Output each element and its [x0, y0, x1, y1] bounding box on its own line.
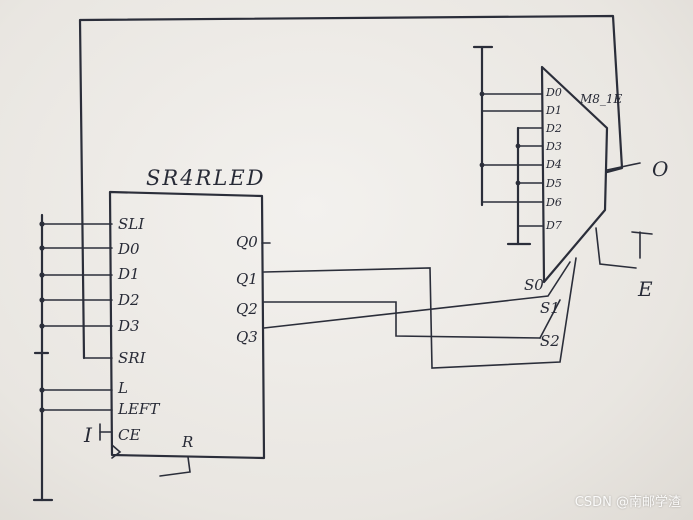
select-wires — [263, 257, 577, 369]
register-input-label: D3 — [117, 317, 140, 335]
left-supply-bus — [32, 213, 54, 502]
ground-label: I — [83, 423, 93, 447]
watermark-text: CSDN @南邮学渣 — [574, 495, 681, 510]
mux-title: M8_1E — [579, 92, 623, 106]
register-output-label: Q3 — [236, 328, 258, 346]
mux-input-label: D1 — [545, 104, 562, 117]
mux-output: O — [606, 157, 668, 181]
register-title: SR4RLED — [146, 166, 265, 190]
mux-select-label: S0 — [524, 276, 544, 294]
mux-select-label: S2 — [540, 332, 560, 350]
mux-enable: E — [595, 227, 653, 301]
register-input-label: CE — [118, 426, 140, 444]
register-output-label: Q2 — [236, 300, 258, 318]
register-output-label: Q1 — [236, 270, 258, 288]
register-input-label: D2 — [117, 291, 140, 309]
mux-input-label: D2 — [545, 122, 562, 135]
register-input-label: LEFT — [117, 400, 160, 418]
register-input-label: D0 — [117, 240, 140, 258]
register-input-wires — [41, 223, 113, 441]
mux-input-label: D7 — [545, 219, 562, 232]
mux-input-bus — [472, 45, 543, 246]
mux-output-label: O — [652, 157, 668, 181]
register-input-label: D1 — [117, 265, 140, 283]
mux-input-label: D0 — [545, 86, 562, 99]
register-input-label: L — [117, 379, 128, 397]
clock-input: R — [159, 433, 193, 477]
mux-select-label: S1 — [540, 299, 560, 317]
register-input-label: SLI — [118, 215, 145, 233]
register-output-label: Q0 — [236, 233, 258, 251]
mux-input-label: D5 — [545, 177, 562, 190]
multiplexer-block: M8_1E — [540, 65, 623, 284]
clock-label: R — [181, 433, 193, 451]
mux-enable-label: E — [637, 277, 653, 301]
mux-input-label: D4 — [545, 158, 562, 171]
shift-register-block: SR4RLED — [108, 166, 266, 460]
feedback-wire — [78, 14, 624, 360]
mux-input-label: D6 — [545, 196, 562, 209]
register-input-label: SRI — [118, 349, 147, 367]
mux-input-label: D3 — [545, 140, 562, 153]
